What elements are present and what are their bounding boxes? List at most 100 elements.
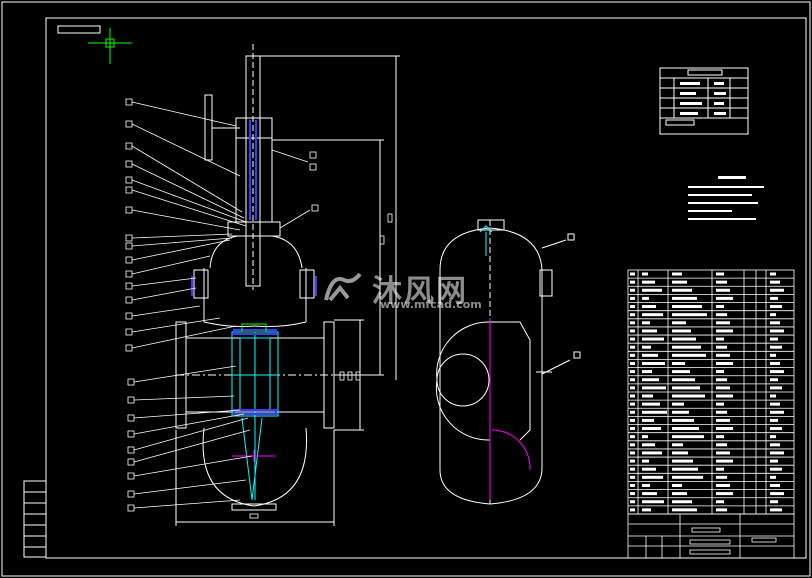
bom-cell-text <box>672 378 695 382</box>
bom-cell-text <box>672 361 685 365</box>
bom-cell-text <box>672 402 684 406</box>
bom-cell-text <box>630 435 635 439</box>
bom-cell-text <box>642 280 655 284</box>
bom-cell-text <box>642 378 659 382</box>
bom-cell-text <box>642 272 648 276</box>
bom-cell-text <box>716 329 733 333</box>
bom-cell-text <box>642 500 664 504</box>
bom-cell-text <box>630 361 635 365</box>
bom-cell-text <box>770 337 778 341</box>
bom-cell-text <box>672 386 700 390</box>
bom-cell-text <box>770 435 776 439</box>
bom-cell-text <box>716 305 724 309</box>
bom-cell-text <box>770 280 780 284</box>
bom-cell-text <box>672 394 705 398</box>
bom-cell-text <box>716 467 724 471</box>
bom-cell-text <box>716 370 724 374</box>
bom-cell-text <box>672 337 696 341</box>
bom-cell-text <box>716 492 733 496</box>
bom-cell-text <box>672 459 693 463</box>
bom-cell-text <box>630 329 635 333</box>
bom-cell-text <box>642 394 653 398</box>
bom-cell-text <box>630 427 635 431</box>
bom-cell-text <box>642 345 651 349</box>
bom-cell-text <box>672 288 692 292</box>
bom-cell-text <box>630 500 635 504</box>
bom-cell-text <box>642 410 667 414</box>
bom-cell-text <box>770 353 776 357</box>
mfcad-logo-icon <box>324 272 362 302</box>
bom-cell-text <box>630 272 635 276</box>
bom-cell-text <box>672 370 690 374</box>
bom-cell-text <box>630 345 635 349</box>
bom-cell-text <box>642 492 657 496</box>
bom-cell-text <box>770 370 784 374</box>
bom-cell-text <box>716 394 733 398</box>
technical-notes <box>688 176 764 220</box>
bom-cell-text <box>642 459 649 463</box>
sheet-inner-border <box>45 17 807 559</box>
bom-cell-text <box>630 353 635 357</box>
bom-cell-text <box>770 475 776 479</box>
bom-cell-text <box>642 508 651 512</box>
bom-cell-text <box>716 483 730 487</box>
bom-cell-text <box>716 500 724 504</box>
bom-cell-text <box>642 353 658 357</box>
bom-cell-text <box>642 435 648 439</box>
bom-cell-text <box>672 435 704 439</box>
bom-cell-text <box>630 378 635 382</box>
bom-cell-text <box>770 345 782 349</box>
bom-cell-text <box>672 443 683 447</box>
packing-detail <box>241 323 267 333</box>
bom-cell-text <box>770 296 778 300</box>
valve-side-view <box>435 219 581 505</box>
bom-cell-text <box>770 427 782 431</box>
bom-cell-text <box>716 361 733 365</box>
bom-cell-text <box>642 467 656 471</box>
bom-cell-text <box>642 483 650 487</box>
bom-cell-text <box>770 483 780 487</box>
bom-cell-text <box>770 492 784 496</box>
bom-cell-text <box>672 345 701 349</box>
bom-cell-text <box>770 402 780 406</box>
bom-cell-text <box>716 280 727 284</box>
bom-cell-text <box>672 329 691 333</box>
bom-cell-text <box>642 361 665 365</box>
bom-cell-text <box>672 296 697 300</box>
bill-of-materials <box>627 269 795 515</box>
bom-cell-text <box>770 508 782 512</box>
center-mark-detail <box>232 450 276 462</box>
bom-cell-text <box>630 386 635 390</box>
bom-cell-text <box>716 296 733 300</box>
bom-cell-text <box>630 418 635 422</box>
bom-cell-text <box>630 313 635 317</box>
bom-cell-text <box>630 508 635 512</box>
bom-cell-text <box>770 386 782 390</box>
bom-cell-text <box>716 378 727 382</box>
bom-cell-text <box>716 508 727 512</box>
bom-cell-text <box>642 337 664 341</box>
bom-cell-text <box>642 296 649 300</box>
bom-cell-text <box>770 305 782 309</box>
bom-cell-text <box>770 459 778 463</box>
bom-cell-text <box>716 288 730 292</box>
bom-cell-text <box>672 313 707 317</box>
bom-cell-text <box>672 427 699 431</box>
bom-cell-text <box>770 410 784 414</box>
bom-cell-text <box>770 378 778 382</box>
bom-cell-text <box>716 313 727 317</box>
bom-cell-text <box>642 386 666 390</box>
bom-cell-text <box>770 272 776 276</box>
bom-cell-text <box>642 402 660 406</box>
bom-cell-text <box>716 459 733 463</box>
bom-cell-text <box>642 305 656 309</box>
bom-cell-text <box>630 459 635 463</box>
bom-cell-text <box>672 321 686 325</box>
bom-cell-text <box>716 410 727 414</box>
bom-cell-text <box>716 337 724 341</box>
bom-cell-text <box>630 280 635 284</box>
gate-wedge-detail <box>231 331 279 501</box>
bom-cell-text <box>672 475 703 479</box>
title-block <box>627 513 795 559</box>
valve-section-view <box>175 44 400 526</box>
